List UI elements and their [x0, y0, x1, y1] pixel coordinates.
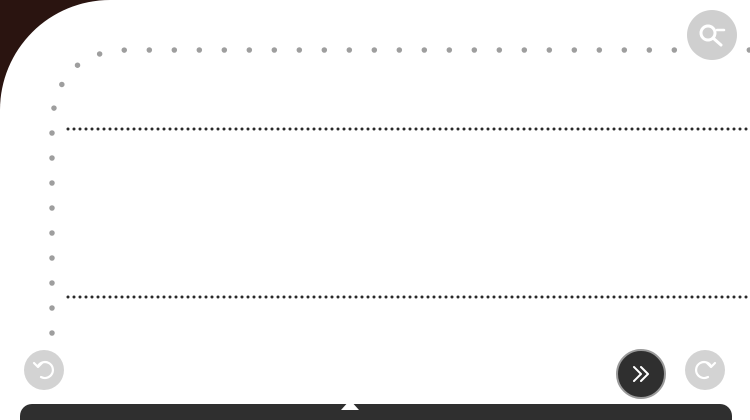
drawer-handle-notch[interactable]: [341, 400, 359, 410]
undo-icon: [31, 357, 57, 383]
zoom-out-button[interactable]: [687, 10, 737, 60]
bottom-drawer[interactable]: [20, 404, 732, 420]
next-button[interactable]: [616, 349, 666, 399]
double-chevron-right-icon: [629, 362, 653, 386]
undo-button[interactable]: [24, 350, 64, 390]
redo-button[interactable]: [685, 350, 725, 390]
redo-icon: [692, 357, 718, 383]
zoom-out-icon: [697, 20, 727, 50]
dotted-guide-outline: [49, 47, 750, 361]
